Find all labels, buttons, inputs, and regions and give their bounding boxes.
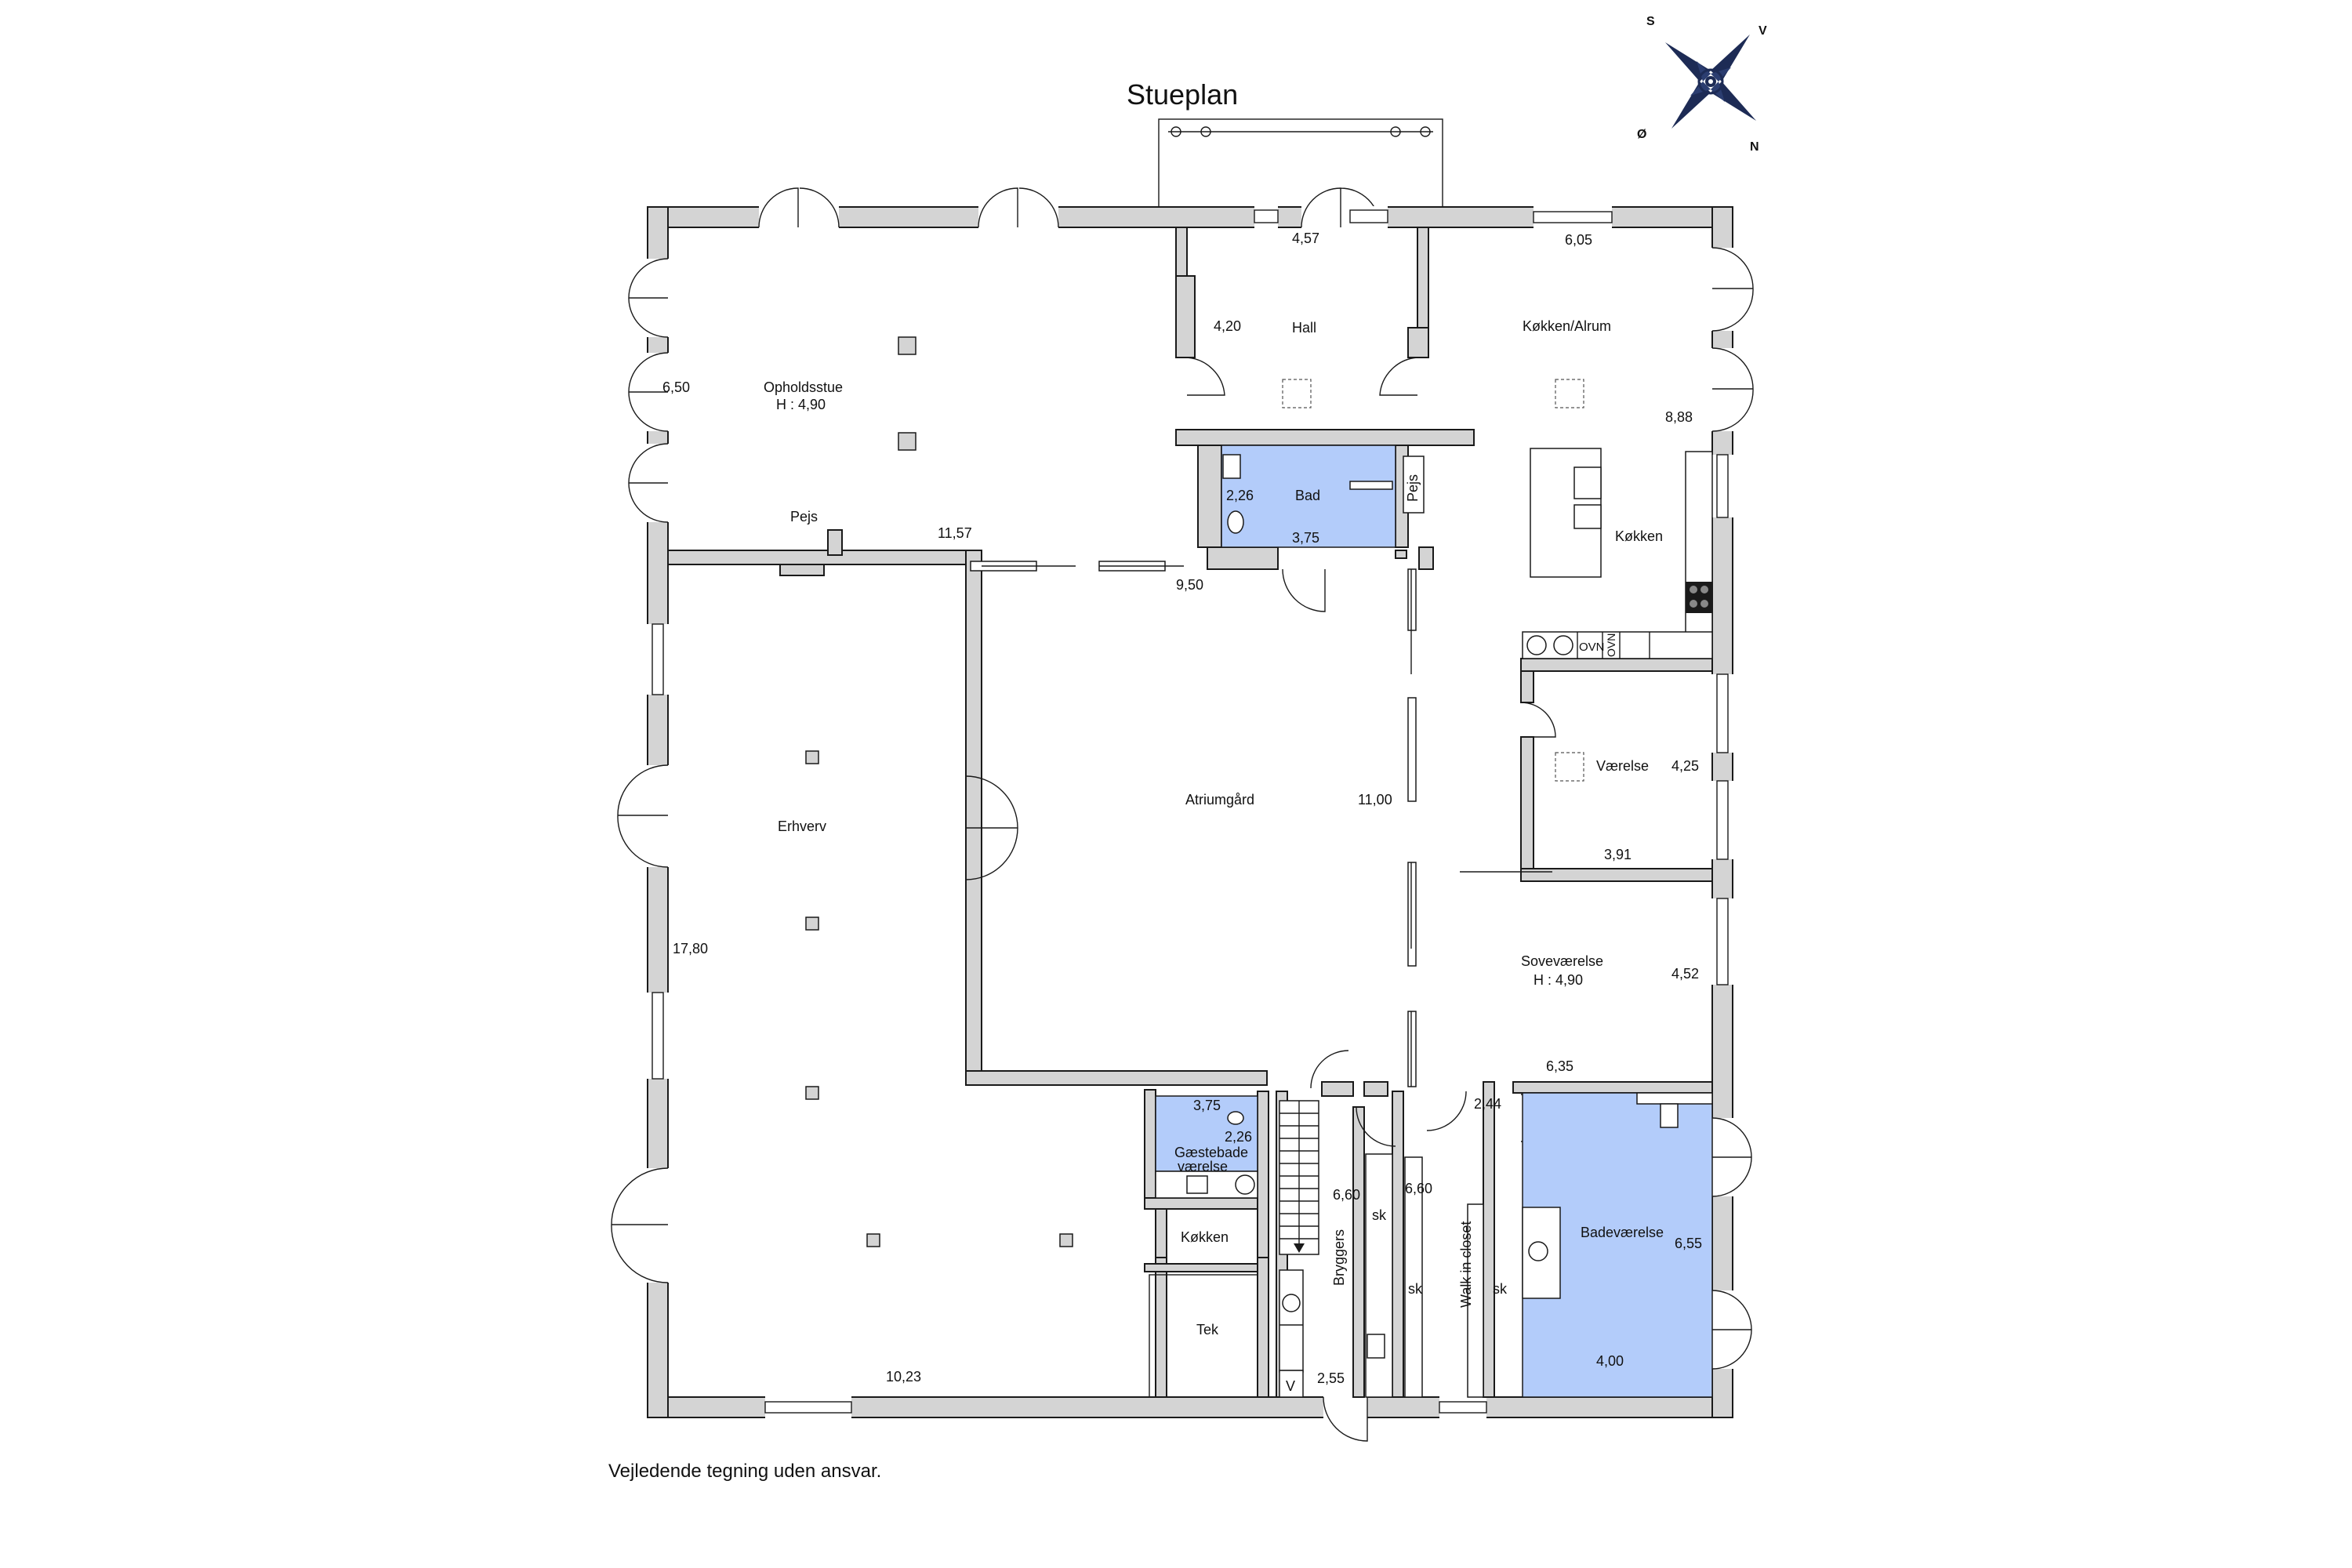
room-label-atriumgard: Atriumgård	[1185, 792, 1254, 808]
exterior-openings	[611, 187, 1754, 1442]
wet-rooms	[1155, 445, 1713, 1398]
dim-4-52: 4,52	[1671, 966, 1699, 982]
oven-label-1: OVN	[1579, 641, 1605, 654]
room-label-sovevaerelse: Soveværelse	[1521, 953, 1603, 969]
dim-6-05: 6,05	[1565, 232, 1592, 248]
dim-11-57: 11,57	[938, 525, 972, 541]
fixtures	[805, 336, 1713, 1398]
closet-label-sk-2: sk	[1408, 1281, 1423, 1297]
room-label-bryggers: Bryggers	[1331, 1229, 1347, 1286]
room-labels: Opholdsstue H : 4,90 Pejs Hall Bad Pejs …	[764, 318, 1664, 1394]
dim-3-75-bad: 3,75	[1292, 530, 1319, 546]
compass-label-s: S	[1646, 15, 1655, 28]
compass-label-n: N	[1750, 140, 1759, 154]
compass-label-v: V	[1759, 24, 1767, 38]
room-label-sovevaerelse-height: H : 4,90	[1534, 972, 1583, 988]
atrium-glass-walls	[970, 561, 1552, 1087]
dim-3-91: 3,91	[1604, 847, 1632, 862]
dim-9-50: 9,50	[1176, 577, 1203, 593]
room-label-kokken-alrum: Køkken/Alrum	[1523, 318, 1611, 334]
room-label-tek: Tek	[1196, 1322, 1219, 1338]
room-label-kokken: Køkken	[1615, 528, 1663, 544]
disclaimer-note: Vejledende tegning uden ansvar.	[608, 1461, 881, 1482]
oven-label-2: OVN	[1605, 633, 1617, 657]
entrance-canopy	[1158, 118, 1443, 208]
room-label-walk-in-closet: Walk in closet	[1458, 1221, 1474, 1308]
dim-4-25: 4,25	[1671, 758, 1699, 774]
room-label-gaestebad-1: Gæstebade	[1174, 1145, 1248, 1160]
room-label-pejs-2: Pejs	[1405, 474, 1421, 502]
dim-4-00: 4,00	[1596, 1353, 1624, 1369]
room-label-pejs: Pejs	[790, 509, 818, 524]
room-label-opholdsstue-height: H : 4,90	[776, 397, 826, 412]
dim-2-55: 2,55	[1317, 1370, 1345, 1386]
room-label-bad: Bad	[1295, 488, 1320, 503]
dim-2-44: 2,44	[1474, 1096, 1501, 1112]
closet-label-sk-1: sk	[1372, 1207, 1387, 1223]
room-label-vaerelse: Værelse	[1596, 758, 1649, 774]
dim-2-26-gaestebad: 2,26	[1225, 1129, 1252, 1145]
label-v: V	[1286, 1378, 1295, 1394]
room-label-kokken-2: Køkken	[1181, 1229, 1229, 1245]
dim-2-26-bad: 2,26	[1226, 488, 1254, 503]
room-label-badevaerelse: Badeværelse	[1581, 1225, 1664, 1240]
closet-label-sk-3: sk	[1493, 1281, 1508, 1297]
compass-rose-icon	[1665, 34, 1756, 129]
dim-11-00: 11,00	[1358, 792, 1392, 808]
dim-6-55: 6,55	[1675, 1236, 1702, 1251]
dim-10-23: 10,23	[886, 1369, 921, 1385]
dimension-labels: 4,57 6,05 4,20 6,50 8,88 2,26 3,75 11,57…	[662, 230, 1702, 1386]
dim-4-57: 4,57	[1292, 230, 1319, 246]
dim-4-20: 4,20	[1214, 318, 1241, 334]
room-label-gaestebad-2: værelse	[1178, 1159, 1228, 1174]
dim-6-50: 6,50	[662, 379, 690, 395]
dim-8-88: 8,88	[1665, 409, 1693, 425]
room-label-hall: Hall	[1292, 320, 1316, 336]
dim-17-80: 17,80	[673, 941, 708, 956]
room-label-opholdsstue: Opholdsstue	[764, 379, 843, 395]
dim-6-60-bryggers: 6,60	[1333, 1187, 1360, 1203]
dim-6-60-closet: 6,60	[1405, 1181, 1432, 1196]
room-label-erhverv: Erhverv	[778, 818, 826, 834]
dim-6-35: 6,35	[1546, 1058, 1573, 1074]
compass-label-o: Ø	[1637, 128, 1646, 141]
plan-title: Stueplan	[1127, 78, 1238, 111]
dim-3-75-gaestebad: 3,75	[1193, 1098, 1221, 1113]
